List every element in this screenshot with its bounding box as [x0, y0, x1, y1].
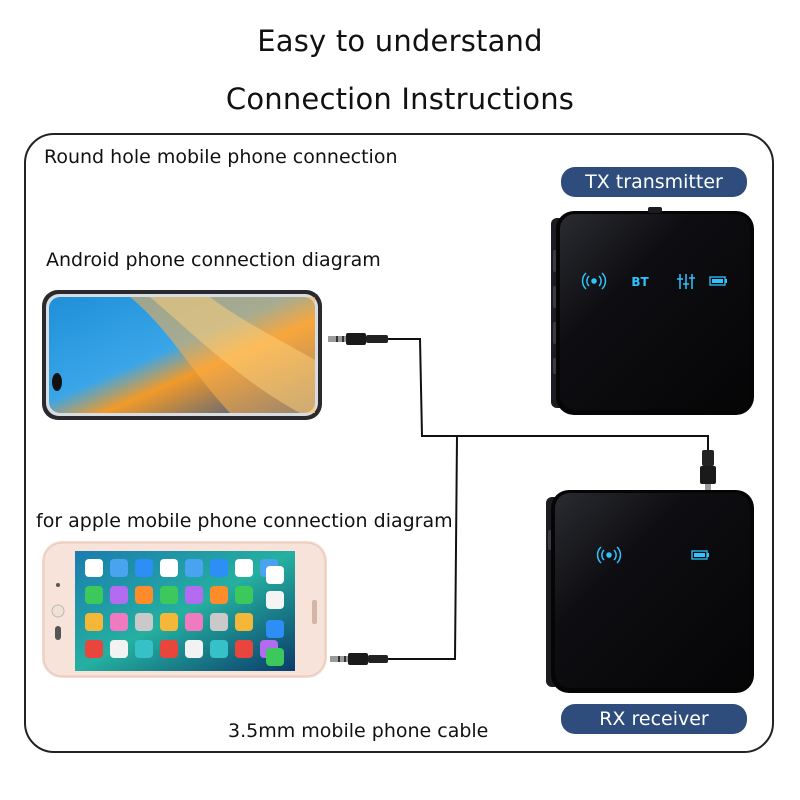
tx-transmitter-device: BT [551, 207, 754, 415]
app-icon [135, 613, 153, 631]
app-icon [160, 586, 178, 604]
app-icon [210, 640, 228, 658]
apple-jack [330, 653, 388, 665]
title-line-2: Connection Instructions [225, 82, 575, 116]
rx-jack [700, 450, 716, 496]
app-icon [160, 640, 178, 658]
app-icon [210, 559, 228, 577]
app-icon [110, 559, 128, 577]
camera-icon [52, 373, 62, 391]
app-icon [135, 559, 153, 577]
audio-cable [388, 338, 709, 660]
app-icon [85, 613, 103, 631]
equalizer-icon [677, 274, 695, 289]
app-icon [185, 586, 203, 604]
apple-phone [42, 541, 327, 678]
app-icon [160, 559, 178, 577]
app-icon [160, 613, 178, 631]
app-icon [135, 586, 153, 604]
app-icon [235, 640, 253, 658]
round-hole-label: Round hole mobile phone connection [44, 146, 398, 168]
battery-icon [709, 276, 727, 286]
diagram-frame [24, 133, 774, 753]
wireless-icon [581, 272, 607, 290]
app-icon [266, 620, 284, 638]
app-icon [210, 586, 228, 604]
app-icon [266, 591, 284, 609]
app-icon [266, 648, 284, 666]
rx-receiver-device [546, 490, 754, 693]
tx-transmitter-badge: TX transmitter [561, 167, 747, 197]
app-icon [266, 566, 284, 584]
app-icon [210, 613, 228, 631]
battery-icon [691, 550, 709, 560]
rx-receiver-badge: RX receiver [561, 704, 747, 734]
android-diagram-label: Android phone connection diagram [46, 249, 381, 271]
app-icon [235, 586, 253, 604]
app-icon [185, 613, 203, 631]
app-icon [235, 613, 253, 631]
app-icon [185, 640, 203, 658]
app-icon [235, 559, 253, 577]
android-phone [42, 290, 322, 420]
app-icon [110, 613, 128, 631]
apple-diagram-label: for apple mobile phone connection diagra… [36, 510, 453, 532]
app-icon [85, 586, 103, 604]
app-icon [135, 640, 153, 658]
cable-label: 3.5mm mobile phone cable [228, 720, 489, 742]
title-line-1: Easy to understand [257, 24, 543, 58]
wireless-icon [596, 546, 622, 564]
app-icon [110, 640, 128, 658]
android-jack [328, 333, 388, 345]
app-icon-grid [85, 559, 284, 666]
app-icon [85, 559, 103, 577]
app-icon [185, 559, 203, 577]
bt-indicator: BT [631, 275, 649, 289]
app-icon [110, 586, 128, 604]
home-button-icon [51, 604, 65, 618]
app-icon [85, 640, 103, 658]
